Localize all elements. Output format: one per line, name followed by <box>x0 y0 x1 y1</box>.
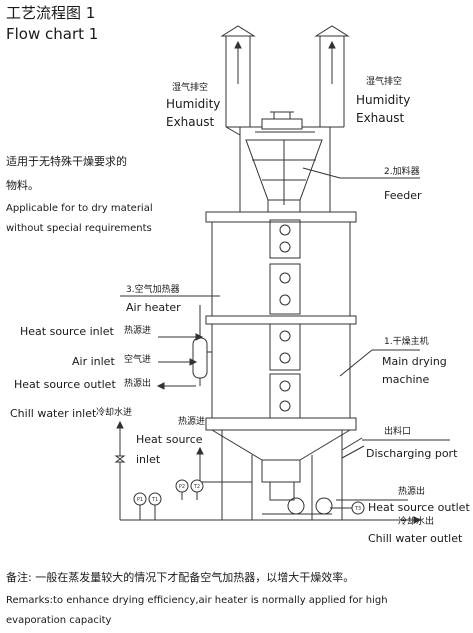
exhaust-left-cn: 湿气排空 <box>172 83 209 93</box>
main-drying-en1: Main drying <box>382 355 447 368</box>
gauge-t1: T1 <box>151 497 158 503</box>
gauge-p1: P1 <box>137 497 143 503</box>
bottom-heat-en2: source <box>166 433 203 446</box>
main-drying-cn: 1.干燥主机 <box>384 337 429 347</box>
heat-inlet-cn: 热源进 <box>124 326 152 336</box>
main-drying-en2: machine <box>382 373 430 386</box>
piping <box>116 422 420 523</box>
bottom-heat-en3: inlet <box>136 453 161 466</box>
heat-inlet-en: Heat source inlet <box>20 325 114 338</box>
discharging-en: Discharging port <box>366 447 458 460</box>
inspection-doors <box>270 220 300 418</box>
remarks-en1: Remarks:to enhance drying efficiency,air… <box>6 595 388 606</box>
exhaust-left-en2: Exhaust <box>166 115 215 129</box>
title-cn: 工艺流程图 1 <box>6 4 96 22</box>
air-inlet-en: Air inlet <box>72 355 115 368</box>
air-heater-cn: 3.空气加热器 <box>126 285 180 295</box>
applicable-cn2: 物料。 <box>6 179 39 192</box>
left-exhaust-stack <box>222 26 254 127</box>
bottom-drive <box>262 482 332 514</box>
heat-outlet-right-en: Heat source outlet <box>368 501 470 514</box>
discharging-port <box>342 438 364 458</box>
gauge-t3: T3 <box>354 506 361 512</box>
title-en: Flow chart 1 <box>6 25 99 43</box>
remarks-cn: 备注: 一般在蒸发量较大的情况下才配备空气加热器，以增大干燥效率。 <box>6 571 355 584</box>
exhaust-right-en1: Humidity <box>356 93 411 107</box>
heat-outlet-cn: 热源出 <box>124 379 152 389</box>
gauge-t2: T2 <box>193 484 200 490</box>
remarks-en2: evaporation capacity <box>6 615 112 626</box>
feeder-hopper <box>246 140 322 212</box>
applicable-en2: without special requirements <box>6 223 152 234</box>
exhaust-right-cn: 湿气排空 <box>366 77 403 87</box>
applicable-cn1: 适用于无特殊干燥要求的 <box>6 155 127 168</box>
feeder-en: Feeder <box>384 189 422 202</box>
applicable-en1: Applicable for to dry material <box>6 203 153 214</box>
main-drying-column <box>206 212 356 482</box>
chill-outlet-cn: 冷却水出 <box>398 517 435 527</box>
instrument-gauges <box>134 480 364 514</box>
chill-inlet-en: Chill water inlet <box>10 407 97 420</box>
feeder-cn: 2.加料器 <box>384 167 420 177</box>
discharging-cn: 出料口 <box>384 427 412 437</box>
right-exhaust-stack <box>316 26 348 127</box>
exhaust-right-en2: Exhaust <box>356 111 405 125</box>
air-inlet-cn: 空气进 <box>124 355 152 365</box>
gauge-p2: P2 <box>179 484 185 490</box>
bottom-heat-en1: Heat <box>136 433 163 446</box>
pointer-lines <box>120 168 450 440</box>
chill-outlet-en: Chill water outlet <box>368 532 463 545</box>
air-heater-en: Air heater <box>126 301 181 314</box>
inlet-lines <box>158 334 202 389</box>
feeder-frame <box>226 112 344 212</box>
chill-inlet-cn: 冷却水进 <box>96 408 133 418</box>
support-legs <box>216 430 348 520</box>
bottom-heat-cn: 热源进 <box>178 417 206 427</box>
exhaust-left-en1: Humidity <box>166 97 221 111</box>
heat-outlet-right-cn: 热源出 <box>398 487 426 497</box>
heat-outlet-en: Heat source outlet <box>14 378 116 391</box>
